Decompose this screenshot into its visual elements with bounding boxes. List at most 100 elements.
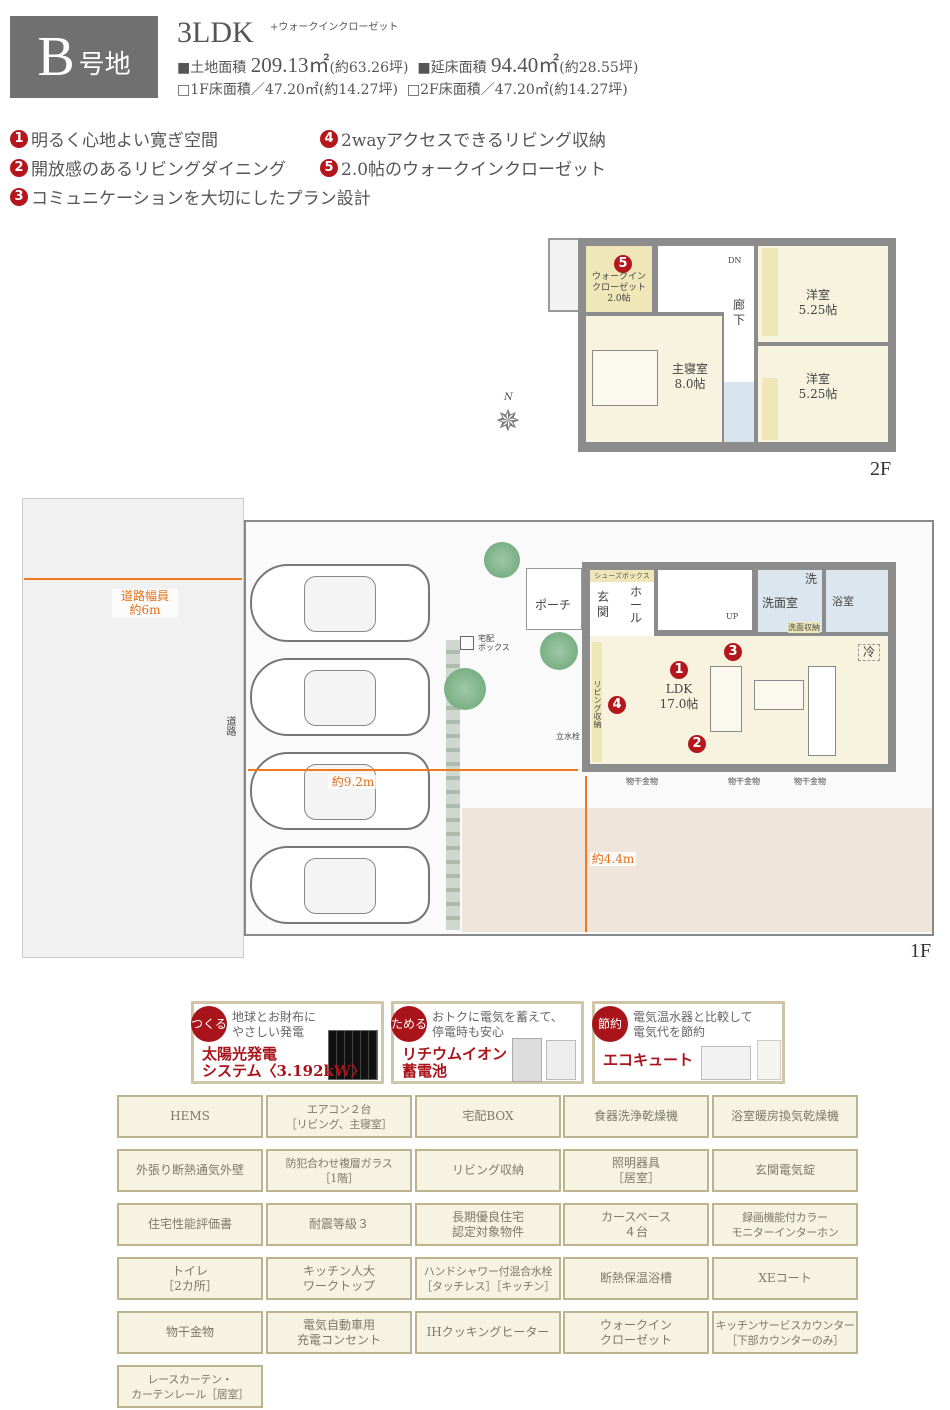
lot-suffix: 号地	[78, 49, 131, 80]
balcony	[548, 238, 582, 312]
feature-text: 2.0帖のウォークインクローゼット	[341, 160, 607, 180]
floor1-plan: シューズボックス 玄 関 ホ ー ル UP 洗面室 洗 洗面収納 浴室 リビング…	[582, 562, 896, 772]
sofa-icon	[710, 666, 742, 732]
faucet-label: 立水栓	[556, 732, 580, 741]
closet-1	[762, 248, 778, 336]
feature-number: 3	[10, 187, 28, 206]
battery-image	[512, 1038, 542, 1082]
equipment-name: リチウムイオン 蓄電池	[402, 1045, 508, 1080]
marker-2: 2	[688, 732, 709, 753]
tree-icon	[540, 632, 578, 670]
car-space-4	[250, 846, 430, 924]
garden-area	[462, 808, 932, 932]
bedroom-1	[758, 246, 888, 342]
floor2-label: 2F	[870, 458, 892, 480]
battery-unit-image	[546, 1040, 576, 1080]
equipment-tag: ためる	[391, 1006, 427, 1042]
equipment-card: ためるおトクに電気を蓄えて、 停電時も安心リチウムイオン 蓄電池	[391, 1001, 584, 1084]
option-item: HEMS	[117, 1095, 263, 1138]
bedroom-1-label: 洋室 5.25帖	[798, 288, 838, 317]
wic-label: ウォークイン クローゼット 2.0帖	[591, 272, 646, 304]
bathroom	[826, 570, 888, 632]
option-item: 防犯合わせ複層ガラス ［1階］	[266, 1149, 412, 1192]
feature-number: 2	[10, 158, 28, 177]
option-item: エアコン２台 ［リビング、主寝室］	[266, 1095, 412, 1138]
land-tsubo: (約63.26坪)	[329, 60, 409, 76]
equipment-desc: おトクに電気を蓄えて、 停電時も安心	[432, 1010, 563, 1039]
shoebox-label: シューズボックス	[590, 570, 654, 582]
staircase	[658, 570, 752, 630]
master-label: 主寝室 8.0帖	[671, 362, 708, 391]
plan-type: 3LDK	[177, 16, 254, 49]
floor1-label: 1F	[910, 940, 932, 962]
option-item: 録画機能付カラー モニターインターホン	[712, 1203, 858, 1246]
dn-label: DN	[728, 256, 742, 265]
land-area: 209.13㎡	[250, 53, 330, 77]
fridge-label: 冷	[858, 644, 880, 661]
depth-arrow	[248, 769, 578, 771]
area-line-1: ■土地面積 209.13㎡(約63.26坪) ■延床面積 94.40㎡(約28.…	[177, 54, 638, 78]
feature-text: コミュニケーションを大切にしたプラン設計	[31, 189, 371, 209]
tree-icon	[484, 542, 520, 578]
hedge	[446, 640, 460, 930]
option-item: 照明器具 ［居室］	[563, 1149, 709, 1192]
entrance-label: 玄 関	[596, 590, 609, 619]
option-item: リビング収納	[415, 1149, 561, 1192]
equipment-name: エコキュート	[603, 1051, 694, 1069]
land-area-label: ■土地面積	[177, 60, 247, 76]
porch-label: ポーチ	[534, 598, 571, 612]
delivery-box-icon	[460, 636, 474, 650]
car-space-2	[250, 658, 430, 736]
option-item: 玄関電気錠	[712, 1149, 858, 1192]
area-line-2: □1F床面積／47.20㎡(約14.27坪) □2F床面積／47.20㎡(約14…	[177, 82, 628, 98]
washroom	[758, 570, 822, 632]
dry-hardware-label: 物干金物	[626, 777, 658, 786]
porch	[526, 568, 582, 630]
washer-label: 洗	[804, 572, 817, 586]
road-label: 道路	[224, 716, 235, 736]
option-item: 耐震等級３	[266, 1203, 412, 1246]
compass-north-label: N	[504, 392, 513, 403]
road-width-arrow	[24, 578, 242, 580]
feature-text: 明るく心地よい寛ぎ空間	[31, 131, 218, 151]
road	[22, 498, 244, 958]
hall-label: 廊 下	[732, 298, 745, 327]
bed-icon	[592, 350, 658, 406]
staircase	[658, 246, 724, 312]
living-storage-label: リビング収納	[593, 680, 602, 728]
hall-label: ホ ー ル	[629, 585, 642, 625]
bedroom-2-label: 洋室 5.25帖	[798, 372, 838, 401]
washroom-label: 洗面室	[761, 596, 798, 610]
option-item: 食器洗浄乾燥機	[563, 1095, 709, 1138]
closet-2	[762, 378, 778, 440]
marker-3: 3	[724, 640, 745, 661]
lot-badge: B 号地	[10, 16, 158, 98]
option-item: XEコート	[712, 1257, 858, 1300]
option-item: キッチンサービスカウンター ［下部カウンターのみ］	[712, 1311, 858, 1354]
marker-4: 4	[608, 693, 629, 714]
floor2-plan: 5 ウォークイン クローゼット 2.0帖 DN 廊 下 主寝室 8.0帖 洋室 …	[578, 238, 896, 452]
feature-number: 1	[10, 129, 28, 148]
option-item: 宅配BOX	[415, 1095, 561, 1138]
dry-hardware-label: 物干金物	[728, 777, 760, 786]
equipment-name: 太陽光発電 システム〈3.192kW〉	[202, 1045, 366, 1080]
option-item: 物干金物	[117, 1311, 263, 1354]
option-item: 住宅性能評価書	[117, 1203, 263, 1246]
floor-tsubo: (約28.55坪)	[559, 60, 639, 76]
up-label: UP	[726, 612, 739, 621]
side-arrow	[585, 776, 587, 932]
bedroom-2	[758, 346, 888, 442]
option-item: 電気自動車用 充電コンセント	[266, 1311, 412, 1354]
floor-area-label: ■延床面積	[417, 60, 487, 76]
kitchen-counter-icon	[808, 666, 836, 756]
equipment-tag: つくる	[191, 1006, 227, 1042]
f1-area: □1F床面積／47.20㎡(約14.27坪)	[177, 82, 398, 98]
car-space-1	[250, 564, 430, 642]
equipment-tag: 節約	[592, 1006, 628, 1042]
compass-rose-icon: ✵	[495, 404, 521, 439]
marker-1: 1	[670, 658, 691, 679]
